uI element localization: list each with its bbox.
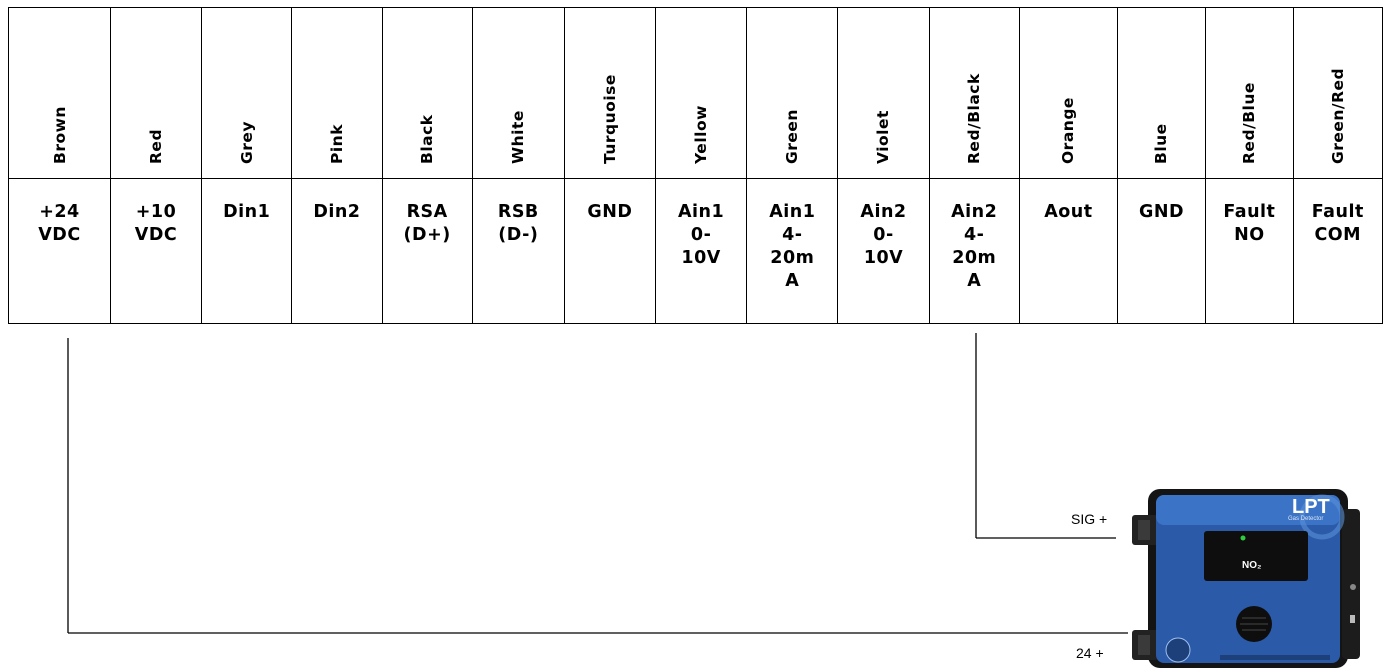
- wire-color-cell: Black: [381, 7, 473, 179]
- terminal-label: Ain1 4- 20m A: [769, 202, 816, 291]
- wire-color-cell: Red/Black: [928, 7, 1020, 179]
- terminal-label: Ain2 0- 10V: [860, 202, 907, 268]
- terminal-cell: +10 VDC: [109, 178, 203, 324]
- terminal-label: RSA (D+): [403, 202, 451, 245]
- wire-color-cell: Violet: [837, 7, 930, 179]
- terminal-label: Fault NO: [1223, 202, 1276, 245]
- terminal-label: Fault COM: [1311, 202, 1364, 245]
- terminal-label: Din1: [223, 202, 271, 222]
- gas-detector-device: LPT Gas Detector NO₂: [1130, 487, 1370, 668]
- terminal-cell: RSB (D-): [471, 178, 565, 324]
- terminal-cell: GND: [563, 178, 657, 324]
- terminal-cell: Fault COM: [1292, 178, 1383, 324]
- terminal-cell: Ain2 0- 10V: [837, 178, 930, 324]
- terminal-cell: Ain1 0- 10V: [655, 178, 748, 324]
- sig-plus-label: SIG +: [1071, 511, 1108, 527]
- terminal-row: +24 VDC +10 VDC Din1 Din2 RSA (D+) RSB (D-) GN…: [8, 178, 1383, 324]
- terminal-label: +24 VDC: [38, 202, 81, 245]
- terminal-cell: Din2: [291, 178, 383, 324]
- wire-color-cell: Turquoise: [563, 7, 657, 179]
- wire-color-cell: Grey: [201, 7, 293, 179]
- wire-color-cell: Green/Red: [1292, 7, 1383, 179]
- wire-color-cell: White: [471, 7, 565, 179]
- terminal-label: GND: [587, 202, 633, 222]
- wire-color-cell: Blue: [1116, 7, 1207, 179]
- wire-color-cell: Orange: [1018, 7, 1118, 179]
- terminal-label: +10 VDC: [134, 202, 178, 245]
- wire-color-cell: Green: [746, 7, 839, 179]
- device-subtitle: Gas Detector: [1288, 516, 1324, 522]
- terminal-cell: +24 VDC: [8, 178, 111, 324]
- terminal-label: Ain1 0- 10V: [678, 202, 725, 268]
- terminal-cell: GND: [1116, 178, 1207, 324]
- company-logo-icon: [1166, 637, 1190, 661]
- terminal-cell: Fault NO: [1205, 178, 1294, 324]
- terminal-label: Aout: [1044, 202, 1093, 222]
- wire-color-cell: Pink: [291, 7, 383, 179]
- terminal-cell: Ain2 4- 20m A: [928, 178, 1020, 324]
- terminal-cell: RSA (D+): [381, 178, 473, 324]
- wire-color-cell: Brown: [8, 7, 111, 179]
- gas-label: NO₂: [1242, 560, 1262, 571]
- terminal-label: Ain2 4- 20m A: [951, 202, 998, 291]
- terminal-cell: Din1: [201, 178, 293, 324]
- terminal-label: Din2: [313, 202, 361, 222]
- terminal-label: GND: [1139, 202, 1185, 222]
- power-plus-label: 24 +: [1076, 645, 1104, 661]
- terminal-label: RSB (D-): [497, 202, 539, 245]
- device-brand: LPT: [1292, 496, 1330, 518]
- wire-color-cell: Yellow: [655, 7, 748, 179]
- terminal-cell: Aout: [1018, 178, 1118, 324]
- wire-color-cell: Red/Blue: [1205, 7, 1294, 179]
- wire-color-cell: Red: [109, 7, 203, 179]
